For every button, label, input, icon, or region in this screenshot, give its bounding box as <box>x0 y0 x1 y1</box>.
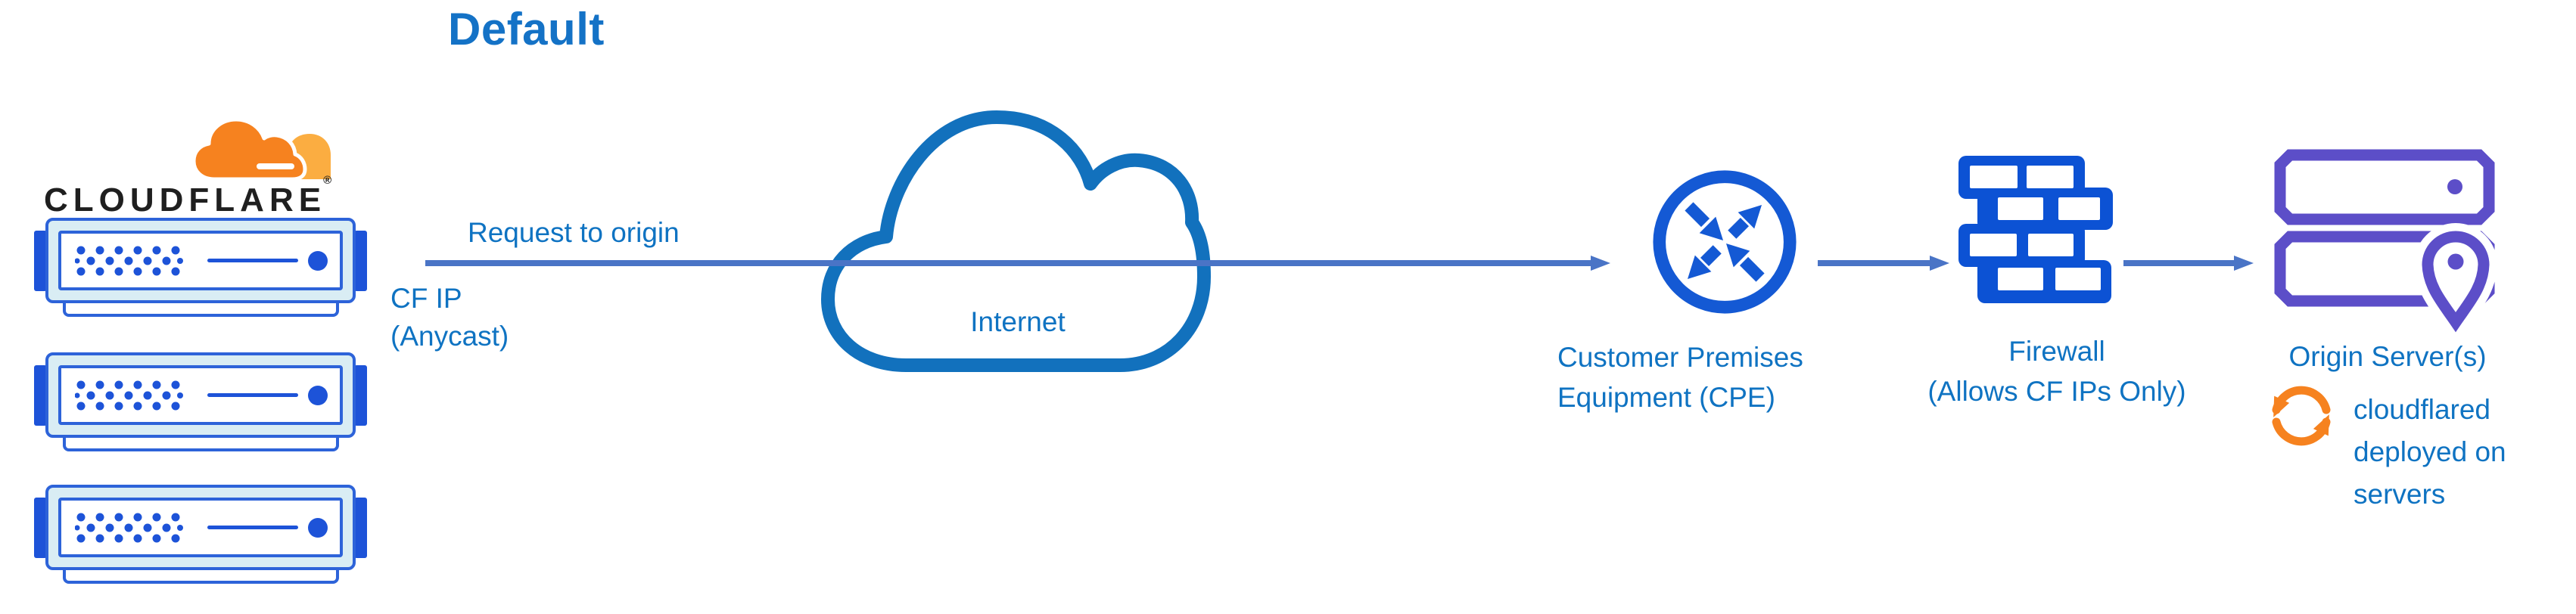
server-side-tab <box>354 231 367 291</box>
server-led <box>308 517 328 538</box>
server-face <box>58 365 343 425</box>
origin-servers-label: Origin Server(s) <box>2288 341 2487 372</box>
server-side-tab <box>354 498 367 558</box>
server-rack-icon <box>34 485 367 587</box>
cpe-router-icon <box>1653 170 1797 314</box>
wordmark-text: CLOUDFLARE <box>44 181 327 219</box>
firewall-label: Firewall (Allows CF IPs Only) <box>1927 336 2186 407</box>
server-side-tab <box>34 365 47 426</box>
internet-label: Internet <box>970 306 1066 337</box>
cpe-label: Customer Premises Equipment (CPE) <box>1557 342 1803 413</box>
server-vents-icon <box>75 246 183 275</box>
location-pin-icon <box>2413 223 2498 333</box>
server-slot-line <box>207 525 298 529</box>
server-led <box>308 250 328 271</box>
cloudflared-note: cloudflared deployed on servers <box>2354 394 2506 510</box>
page-title: Default <box>448 4 605 54</box>
arrow-to-firewall-head <box>1930 256 1949 271</box>
request-to-origin-label: Request to origin <box>468 217 680 248</box>
server-side-tab <box>34 231 47 291</box>
firewall-icon <box>1958 156 2113 303</box>
server-side-tab <box>354 365 367 426</box>
server-vents-icon <box>75 513 183 542</box>
server-side-tab <box>34 498 47 558</box>
sync-icon <box>2272 386 2331 446</box>
server-slot-line <box>207 258 298 262</box>
arrow-to-firewall-line <box>1818 260 1931 266</box>
server-face <box>58 231 343 290</box>
server-rack-icon <box>34 218 367 320</box>
arrow-to-cpe-head <box>1591 256 1610 271</box>
arrow-to-origin-head <box>2234 256 2254 271</box>
registered-mark: ® <box>323 174 332 188</box>
arrow-to-cpe-line <box>425 260 1592 266</box>
cf-ip-anycast-label: CF IP (Anycast) <box>390 283 509 352</box>
server-face <box>58 498 343 557</box>
cloudflare-logo-icon <box>191 117 331 181</box>
server-rack-icon <box>34 352 367 454</box>
internet-cloud-icon <box>821 110 1211 372</box>
cloudflare-wordmark: CLOUDFLARE® <box>44 174 354 219</box>
arrow-to-origin-line <box>2123 260 2235 266</box>
server-vents-icon <box>75 380 183 410</box>
server-slot-line <box>207 392 298 397</box>
origin-servers-icon <box>2274 149 2498 333</box>
server-led <box>308 385 328 405</box>
